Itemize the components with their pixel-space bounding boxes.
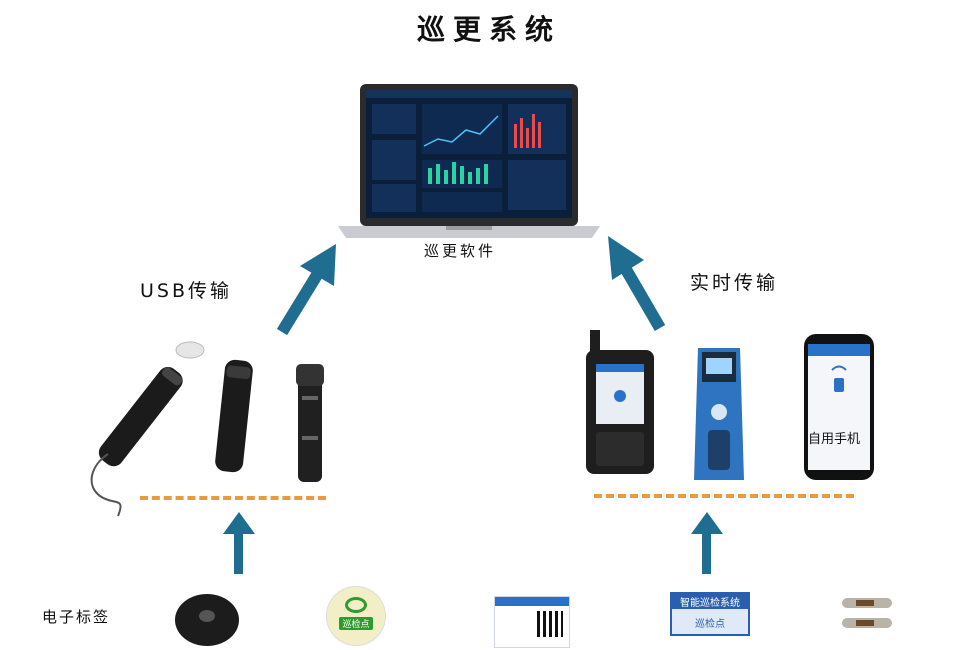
right-up-arrow-shaft — [702, 534, 711, 574]
left-dashed-line — [140, 496, 326, 500]
tag-blue-plate-title: 智能巡检系统 — [672, 594, 748, 609]
tag-black-disc — [175, 594, 239, 646]
right-up-arrow-head — [691, 512, 723, 534]
right-diagonal-arrow — [608, 236, 666, 332]
phone-label: 自用手机 — [808, 432, 861, 447]
page-title: 巡更系统 — [416, 13, 561, 46]
realtime-devices — [586, 330, 874, 480]
left-diagonal-arrow — [276, 244, 336, 336]
tag-yellow-disc: 巡检点 — [326, 586, 386, 646]
left-up-arrow-shaft — [234, 534, 243, 574]
right-dashed-line — [594, 494, 854, 498]
right-transfer-label: 实时传输 — [690, 272, 779, 294]
left-transfer-label: USB传输 — [140, 280, 233, 302]
laptop-illustration — [338, 84, 600, 238]
left-up-arrow-head — [223, 512, 255, 534]
patrol-sticks — [90, 341, 324, 517]
tags-label: 电子标签 — [42, 608, 111, 626]
tag-yellow-disc-label: 巡检点 — [339, 617, 373, 630]
tag-qr-card — [494, 596, 570, 648]
tag-qr-card-header — [495, 597, 569, 606]
tag-blue-plate-sub: 巡检点 — [695, 619, 725, 630]
tag-blue-plate: 智能巡检系统 巡检点 — [670, 592, 750, 636]
laptop — [338, 84, 600, 240]
tag-glass-capsules — [842, 598, 892, 628]
right-up-arrow — [690, 512, 724, 574]
laptop-caption: 巡更软件 — [424, 242, 497, 260]
left-up-arrow — [222, 512, 256, 574]
tag-yellow-disc-signal-icon — [345, 597, 367, 613]
tag-qr-code-icon — [537, 611, 563, 637]
